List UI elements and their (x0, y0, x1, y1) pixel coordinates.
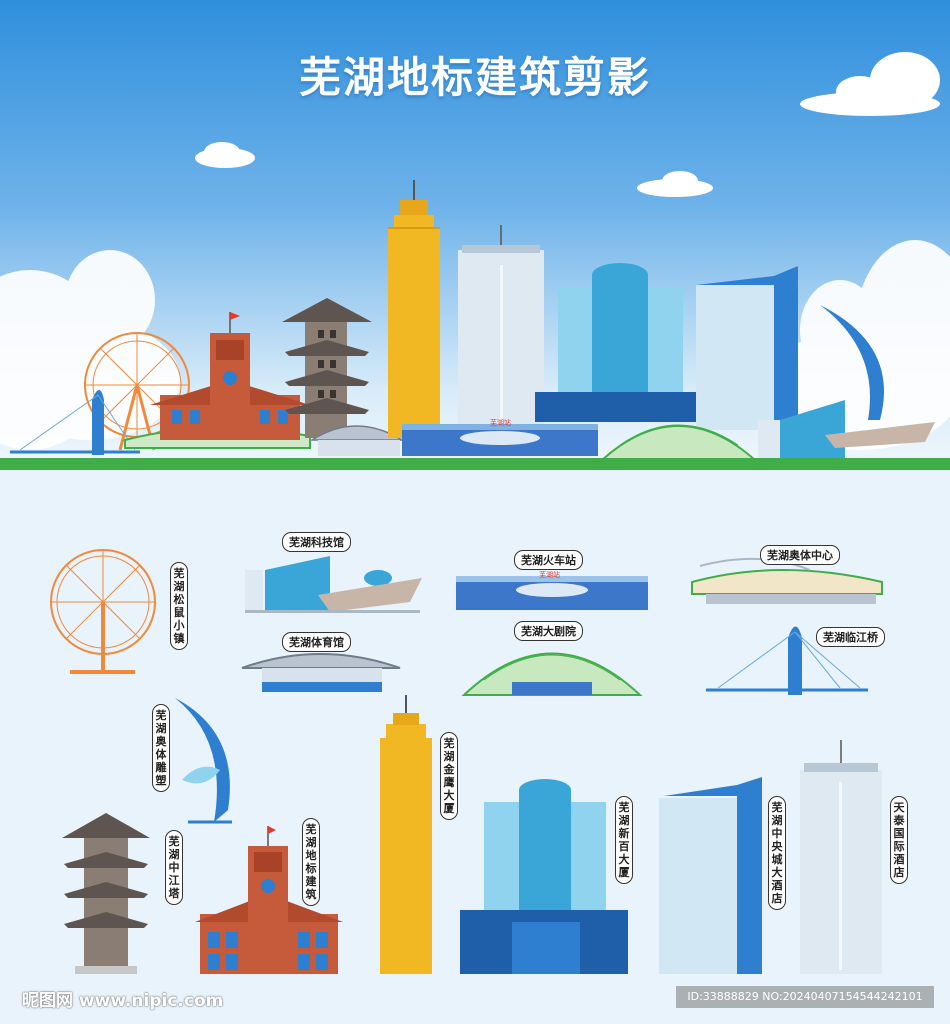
grand-theatre-standalone (461, 652, 643, 696)
white-tower (458, 225, 544, 430)
label-zhongyang-hotel: 芜湖中央城大酒店 (768, 796, 786, 910)
aoti-center-standalone (691, 557, 883, 604)
label-songshu-town: 芜湖松鼠小镇 (170, 562, 188, 650)
clock-building (150, 312, 310, 440)
watermark-right: ID:33888829 NO:20240407154544242101 (676, 986, 934, 1008)
label-gymnasium: 芜湖体育馆 (282, 632, 351, 652)
sculpture (820, 305, 884, 420)
gymnasium (309, 425, 405, 456)
xinbai-building-standalone (460, 779, 628, 974)
label-linjiang-bridge: 芜湖临江桥 (816, 627, 885, 647)
label-train-station: 芜湖火车站 (514, 550, 583, 570)
grand-theatre-dome (599, 424, 758, 461)
train-station: 芜湖站 (402, 418, 598, 456)
tiantai-hotel-standalone (800, 740, 882, 974)
label-zhongjiang-pagoda: 芜湖中江塔 (165, 830, 183, 905)
station-sign-text: 芜湖站 (490, 418, 511, 427)
cloud-bank-left (0, 250, 180, 450)
watermark-left: 昵图网 www.nipic.com (22, 991, 224, 1011)
sculpture-standalone (175, 698, 232, 824)
science-museum (758, 400, 935, 460)
label-grand-theatre: 芜湖大剧院 (514, 621, 583, 641)
label-aoti-sculpture: 芜湖奥体雕塑 (152, 704, 170, 792)
label-landmark-building: 芜湖地标建筑 (302, 818, 320, 906)
cloud-small-left (195, 142, 255, 168)
label-xinbai-building: 芜湖新百大厦 (615, 796, 633, 884)
cloud-top-right (800, 52, 940, 116)
label-science-museum: 芜湖科技馆 (282, 532, 351, 552)
ferris-wheel-standalone (50, 549, 156, 674)
golden-tower (388, 180, 440, 438)
page-title: 芜湖地标建筑剪影 (298, 53, 651, 102)
label-jinying-tower: 芜湖金鹰大厦 (440, 732, 458, 820)
sky-panel: 芜湖站 (0, 0, 950, 462)
science-museum-standalone (245, 556, 422, 613)
glass-tower (535, 263, 705, 422)
blue-tower-right (696, 266, 798, 430)
label-tiantai-hotel: 天泰国际酒店 (890, 796, 908, 884)
cloud-small-mid (637, 171, 713, 197)
clock-building-standalone (195, 826, 343, 974)
bridge-standalone (706, 626, 868, 695)
gymnasium-standalone (241, 653, 401, 692)
ground-strip (0, 458, 950, 470)
pagoda (282, 298, 372, 438)
train-station-standalone: 芜湖站 (456, 570, 648, 610)
zhongjiang-pagoda-standalone (62, 813, 150, 974)
zhongyang-hotel-standalone (659, 777, 762, 974)
skyline-illustration: 芜湖站 (0, 52, 950, 461)
label-aoti-center: 芜湖奥体中心 (760, 545, 840, 565)
station-sign-text-standalone: 芜湖站 (539, 570, 560, 579)
landmark-catalog-illustrations: 芜湖站 (50, 549, 883, 974)
golden-tower-standalone (380, 695, 432, 974)
